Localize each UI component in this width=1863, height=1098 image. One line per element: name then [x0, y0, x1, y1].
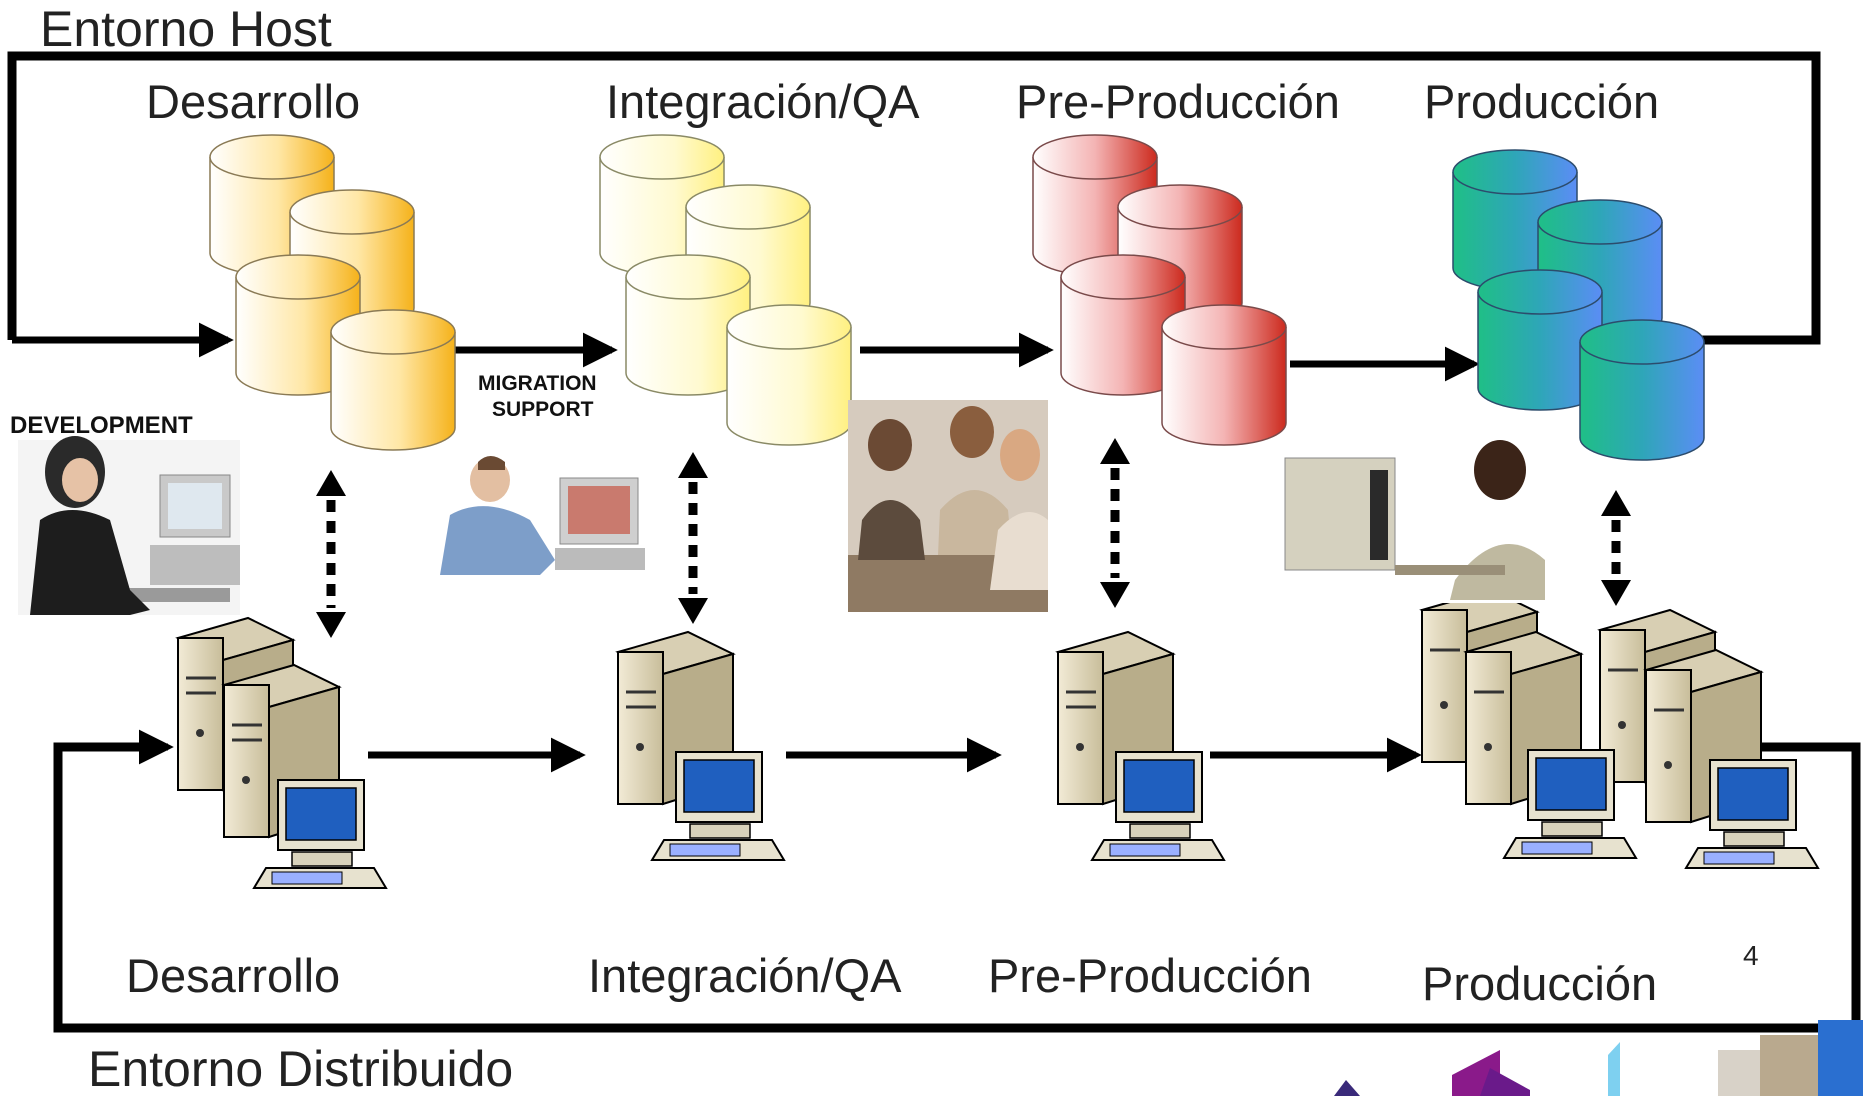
- dist-stage-integracion: Integración/QA: [588, 949, 902, 1002]
- host-loop-frame: [7, 51, 1821, 345]
- host-stage-desarrollo: Desarrollo: [146, 75, 361, 128]
- db-cluster-produccion: [1452, 149, 1705, 461]
- server-preproduccion: [1055, 630, 1226, 861]
- dist-stage-produccion: Producción: [1422, 957, 1658, 1010]
- link-dev: [316, 470, 346, 638]
- migration-caption-line1: MIGRATION: [478, 372, 597, 395]
- dist-stage-desarrollo: Desarrollo: [126, 949, 341, 1002]
- host-stage-produccion: Producción: [1424, 75, 1660, 128]
- db-cluster-desarrollo: [209, 134, 456, 451]
- page-number: 4: [1743, 940, 1759, 971]
- host-environment-label: Entorno Host: [40, 1, 332, 57]
- dist-stage-preproduccion: Pre-Producción: [988, 949, 1312, 1002]
- host-stage-integracion: Integración/QA: [606, 75, 920, 128]
- link-pre: [1100, 438, 1130, 608]
- developer-photo: [18, 436, 240, 615]
- db-cluster-integracion: [599, 134, 852, 446]
- server-cluster-desarrollo: [175, 616, 388, 889]
- distributed-environment-label: Entorno Distribuido: [88, 1041, 514, 1097]
- host-stage-preproduccion: Pre-Producción: [1016, 75, 1340, 128]
- migration-support-photo: [440, 445, 662, 580]
- db-cluster-preproduccion: [1032, 134, 1287, 446]
- development-caption: DEVELOPMENT: [10, 412, 193, 439]
- meeting-photo: [848, 400, 1048, 612]
- operator-photo: [1275, 438, 1547, 603]
- link-qa: [678, 452, 708, 624]
- server-cluster-produccion: [1419, 588, 1820, 869]
- link-prod: [1601, 490, 1631, 606]
- migration-caption-line2: SUPPORT: [492, 398, 594, 421]
- server-integracion: [615, 630, 786, 861]
- corner-logo: [1334, 1020, 1863, 1096]
